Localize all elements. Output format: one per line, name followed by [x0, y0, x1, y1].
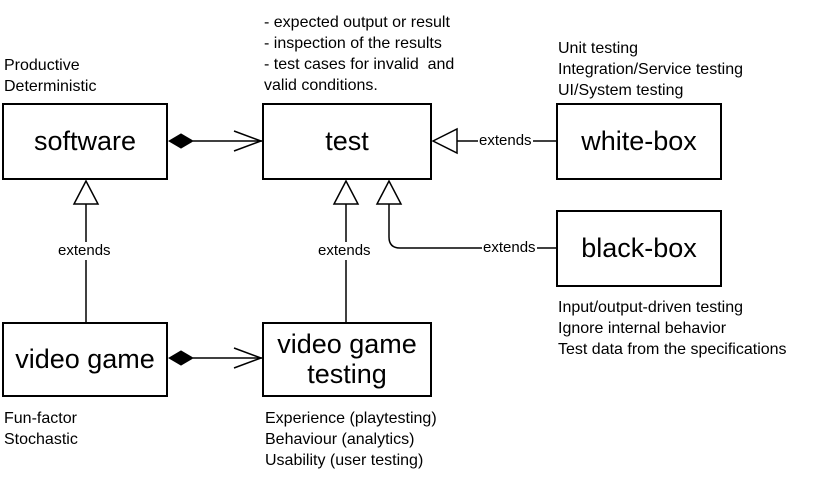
software-box-label: software [33, 125, 137, 156]
video-game-testing-notes: Experience (playtesting) Behaviour (anal… [265, 408, 437, 471]
video-game-testing-label-line-2: testing [307, 358, 387, 389]
video-game-notes: Fun-factor Stochastic [4, 408, 78, 450]
test-generalization-arrowhead-left [332, 179, 360, 205]
whitebox-generalization-arrowhead [431, 127, 458, 155]
white-box-notes: Unit testing Integration/Service testing… [558, 38, 743, 101]
black-box-note-line: Test data from the specifications [558, 341, 787, 358]
white-box-box: white-box [556, 103, 722, 180]
test-notes: - expected output or result - inspection… [264, 12, 454, 96]
software-notes: Productive Deterministic [4, 55, 96, 97]
white-box-note-line: Integration/Service testing [558, 61, 743, 78]
white-box-note-line: UI/System testing [558, 82, 684, 99]
black-box-box: black-box [556, 210, 722, 287]
video-game-testing-note-line: Usability (user testing) [265, 452, 424, 469]
video-game-note-line: Fun-factor [4, 410, 77, 427]
software-test-arrowhead [233, 130, 264, 152]
test-note-line: - test cases for invalid and [264, 56, 455, 73]
videogame-composition-diamond [168, 350, 194, 366]
software-box: software [2, 103, 168, 180]
test-extends-label: extends [317, 242, 372, 260]
black-box-extends-label: extends [482, 239, 537, 257]
video-game-testing-note-line: Experience (playtesting) [265, 410, 437, 427]
video-game-box: video game [2, 322, 168, 397]
test-generalization-arrowhead-right [375, 179, 403, 205]
software-note-line: Productive [4, 57, 80, 74]
test-note-line: valid conditions. [264, 77, 378, 94]
test-note-line: - expected output or result [264, 14, 450, 31]
test-box: test [262, 103, 432, 180]
test-box-label: test [325, 125, 369, 156]
video-game-testing-box: video game testing [262, 322, 432, 397]
white-box-label: white-box [581, 125, 697, 156]
white-box-extends-label: extends [478, 132, 533, 150]
white-box-note-line: Unit testing [558, 40, 639, 57]
black-box-label: black-box [581, 232, 697, 263]
software-composition-diamond [168, 133, 194, 149]
software-note-line: Deterministic [4, 78, 97, 95]
software-generalization-arrowhead [72, 179, 100, 205]
blackbox-extends-test-line [388, 204, 556, 249]
black-box-note-line: Ignore internal behavior [558, 320, 727, 337]
video-game-testing-label-line-1: video game [277, 328, 417, 359]
video-game-box-label: video game [15, 343, 155, 374]
video-game-note-line: Stochastic [4, 431, 78, 448]
test-note-line: - inspection of the results [264, 35, 442, 52]
videogame-testing-arrowhead [233, 347, 264, 369]
software-extends-label: extends [57, 242, 112, 260]
black-box-note-line: Input/output-driven testing [558, 299, 744, 316]
video-game-testing-note-line: Behaviour (analytics) [265, 431, 415, 448]
black-box-notes: Input/output-driven testing Ignore inter… [558, 297, 787, 360]
